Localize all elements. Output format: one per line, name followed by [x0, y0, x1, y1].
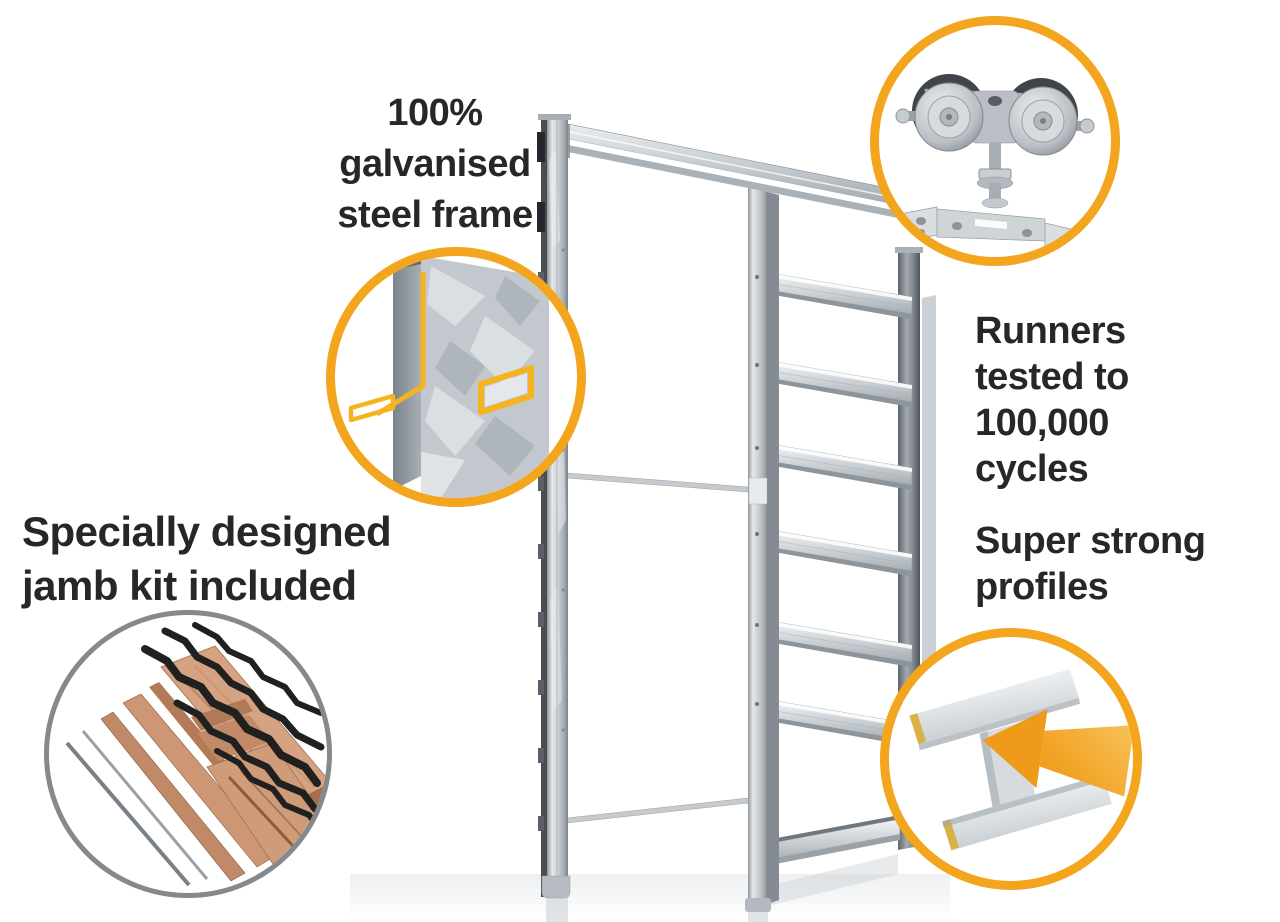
floor-reflection	[350, 854, 950, 922]
timber-jamb-kit-photo	[65, 622, 327, 887]
galvanised-steel-profile-photo	[348, 256, 549, 498]
jamb-kit-label: Specially designed jamb kit included	[22, 508, 392, 609]
profiles-callout-circle	[880, 628, 1142, 890]
jamb-kit-callout-circle	[44, 610, 332, 898]
runner-callout-circle	[870, 16, 1120, 266]
orange-arrow-icon	[982, 708, 1133, 797]
steel-frame-label: 100% galvanised steel frame	[337, 92, 533, 236]
pocket-bottom-rail	[754, 815, 901, 868]
steel-profile-icon	[909, 669, 1133, 851]
door-runner-rollers-photo	[895, 74, 1095, 256]
runner-mounting-bracket	[904, 206, 1080, 256]
spreader-bars	[566, 472, 749, 824]
brush-seal-strips	[141, 622, 325, 834]
steel-profile-callout-circle	[326, 247, 586, 507]
profiles-label: Super strong profiles	[975, 520, 1206, 608]
runners-label: Runners tested to 100,000 cycles	[975, 310, 1129, 490]
middle-upright	[745, 186, 779, 912]
pocket-crossbars	[765, 269, 913, 747]
